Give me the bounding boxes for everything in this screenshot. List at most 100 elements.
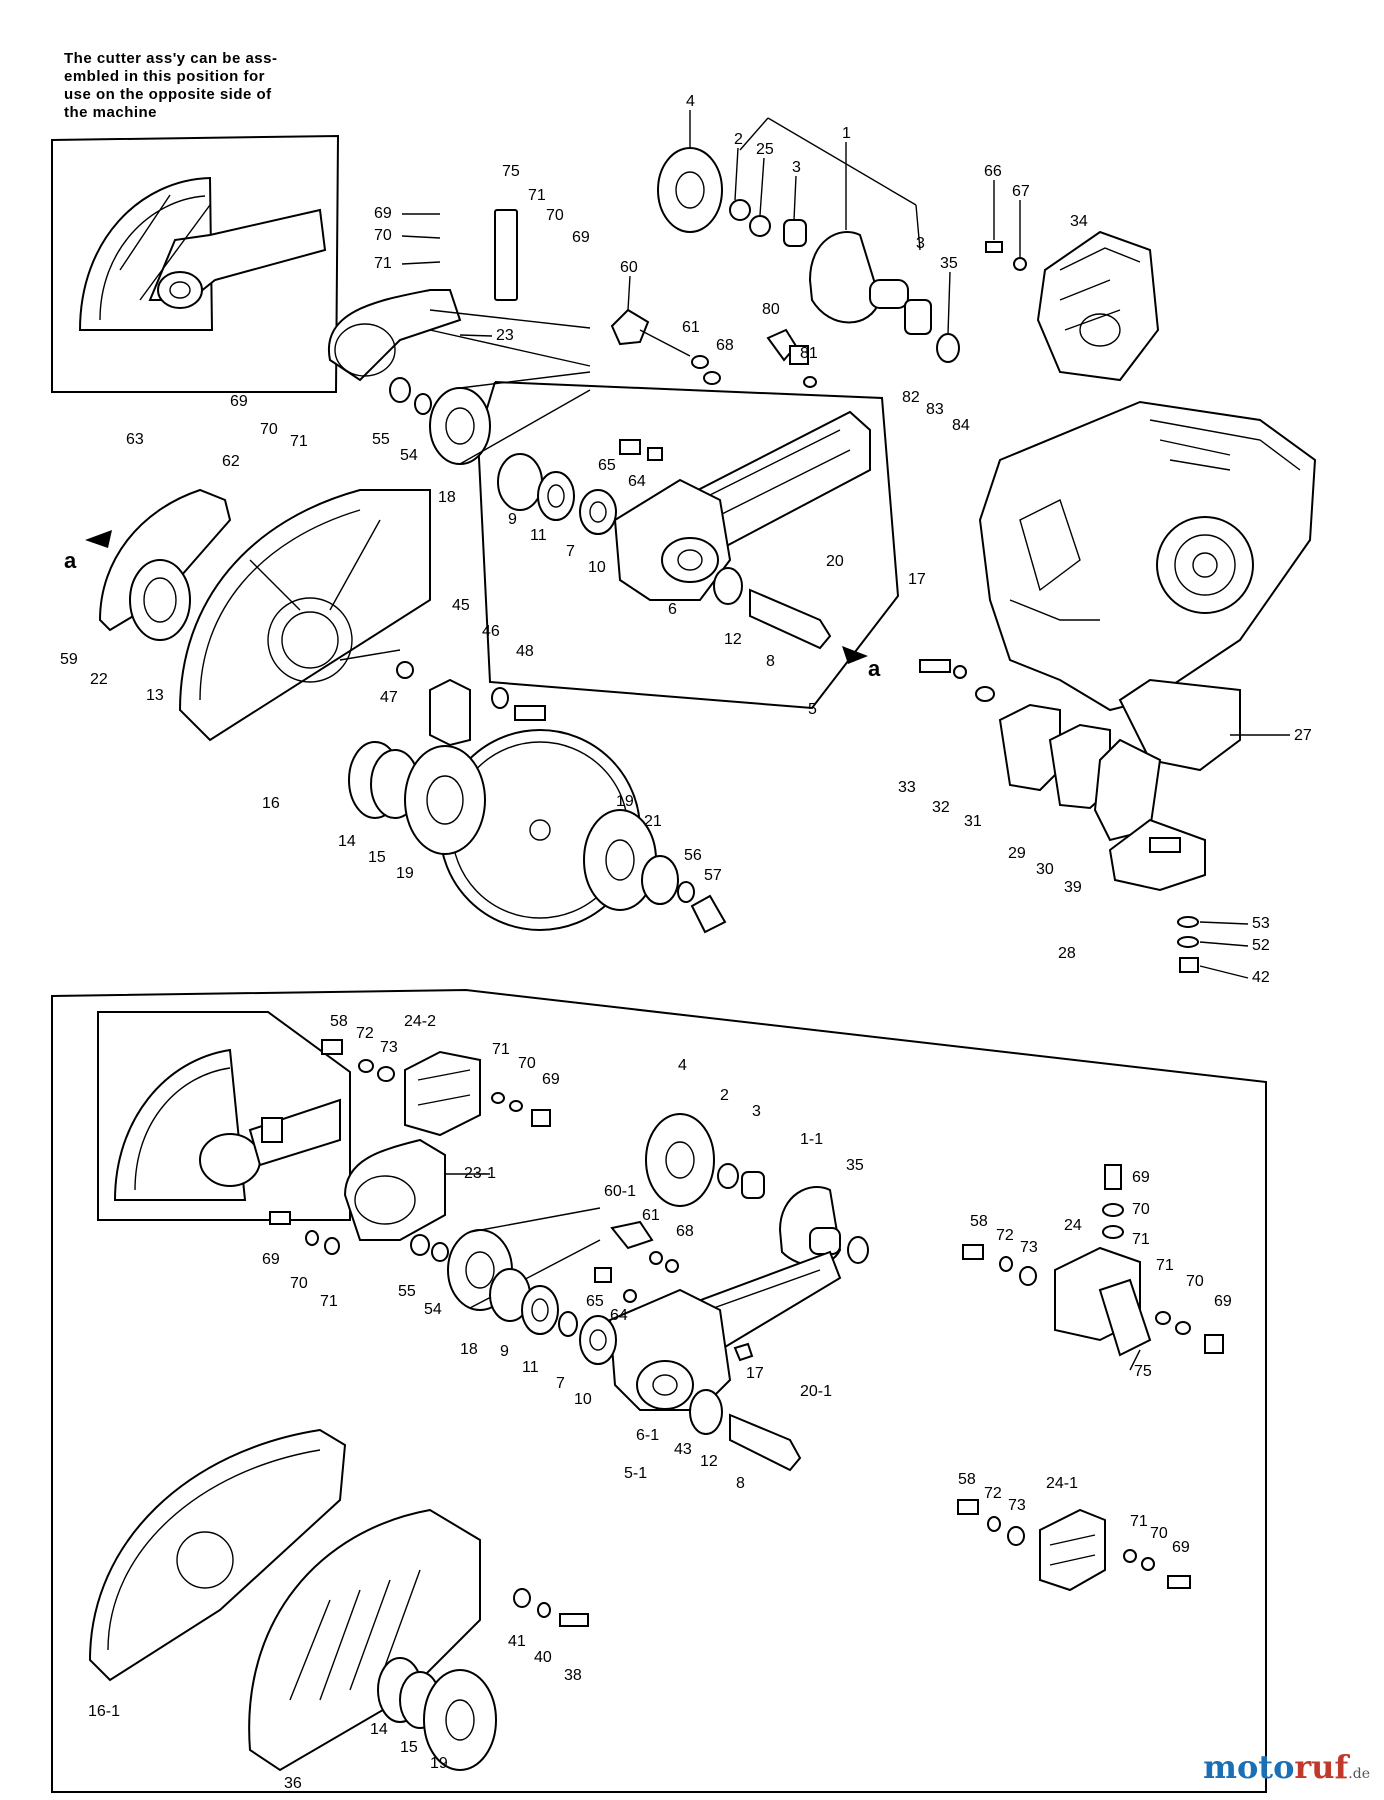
label-81: 81 <box>800 345 818 362</box>
label-71-d: 71 <box>492 1041 510 1058</box>
label-69-h: 69 <box>1172 1539 1190 1556</box>
clutch-4 <box>657 147 723 233</box>
label-14-top: 14 <box>338 833 356 850</box>
arrow-a-left <box>85 530 112 548</box>
label-61-top: 61 <box>682 319 700 336</box>
label-70-g: 70 <box>1186 1273 1204 1290</box>
label-64-top: 64 <box>628 473 646 490</box>
label-63: 63 <box>126 431 144 448</box>
label-11-top: 11 <box>530 527 547 544</box>
label-68-top: 68 <box>716 337 734 354</box>
label-80: 80 <box>762 301 780 318</box>
shaft-8 <box>749 588 832 650</box>
label-3-bot: 3 <box>752 1103 761 1120</box>
clutch-drum-1 <box>808 231 882 324</box>
label-40: 40 <box>534 1649 552 1666</box>
label-69-e: 69 <box>262 1251 280 1268</box>
label-a-right: a <box>868 656 881 681</box>
watermark-brand-a: moto <box>1203 1748 1295 1786</box>
label-59: 59 <box>60 651 78 668</box>
label-68-bot: 68 <box>676 1223 694 1240</box>
label-39: 39 <box>1064 879 1082 896</box>
guard-16 <box>178 489 431 742</box>
label-8-bot: 8 <box>736 1475 745 1492</box>
starter-cover-34 <box>985 230 1160 382</box>
label-66: 66 <box>984 163 1002 180</box>
label-33: 33 <box>898 779 916 796</box>
label-56: 56 <box>684 847 702 864</box>
lower-section-frame <box>51 988 1267 1793</box>
label-71-a: 71 <box>374 255 392 272</box>
note-line-2: embled in this position for <box>64 68 265 85</box>
label-43: 43 <box>674 1441 692 1458</box>
label-13: 13 <box>146 687 164 704</box>
label-24-2: 24-2 <box>404 1013 436 1030</box>
label-41: 41 <box>508 1633 526 1650</box>
label-29: 29 <box>1008 845 1026 862</box>
label-1-1: 1-1 <box>800 1131 823 1148</box>
note-line-3: use on the opposite side of <box>64 86 272 103</box>
label-38: 38 <box>564 1667 582 1684</box>
cutter-arm-top <box>497 410 871 650</box>
bracket-24 <box>962 1164 1224 1357</box>
label-71-f: 71 <box>1132 1231 1150 1248</box>
label-35-bot: 35 <box>846 1157 864 1174</box>
label-9-bot: 9 <box>500 1343 509 1360</box>
guard-plate-22 <box>98 488 232 641</box>
label-30: 30 <box>1036 861 1054 878</box>
label-9-top: 9 <box>508 511 517 528</box>
label-62: 62 <box>222 453 240 470</box>
label-20: 20 <box>826 553 844 570</box>
engine-body <box>978 400 1317 712</box>
label-69-c: 69 <box>230 393 248 410</box>
label-7-bot: 7 <box>556 1375 565 1392</box>
label-75-top: 75 <box>502 163 520 180</box>
inset-frame-top <box>51 134 340 393</box>
bracket-24-2 <box>321 1039 551 1137</box>
watermark-tld: .de <box>1348 1766 1370 1782</box>
note-line-4: the machine <box>64 104 158 121</box>
label-71-h: 71 <box>1130 1513 1148 1530</box>
label-10-top: 10 <box>588 559 606 576</box>
label-32: 32 <box>932 799 950 816</box>
label-16: 16 <box>262 795 280 812</box>
label-57: 57 <box>704 867 722 884</box>
label-70-f: 70 <box>1132 1201 1150 1218</box>
label-7-top: 7 <box>566 543 575 560</box>
guard-36 <box>248 1508 589 1772</box>
label-70-a: 70 <box>374 227 392 244</box>
label-16-1: 16-1 <box>88 1703 120 1720</box>
label-65-bot: 65 <box>586 1293 604 1310</box>
label-15-bot: 15 <box>400 1739 418 1756</box>
label-1-top: 1 <box>842 125 851 142</box>
label-71-g: 71 <box>1156 1257 1174 1274</box>
label-82: 82 <box>902 389 920 406</box>
belt-group-bottom <box>269 1138 601 1311</box>
label-2-bot: 2 <box>720 1087 729 1104</box>
label-23: 23 <box>496 327 514 344</box>
label-69-g: 69 <box>1214 1293 1232 1310</box>
label-67: 67 <box>1012 183 1030 200</box>
label-12-top: 12 <box>724 631 742 648</box>
label-46: 46 <box>482 623 500 640</box>
label-73-a: 73 <box>380 1039 398 1056</box>
label-65-top: 65 <box>598 457 616 474</box>
label-24: 24 <box>1064 1217 1082 1234</box>
label-75-bot: 75 <box>1134 1363 1152 1380</box>
label-73-c: 73 <box>1008 1497 1026 1514</box>
watermark-brand-b: ruf <box>1294 1748 1349 1786</box>
label-64-bot: 64 <box>610 1307 628 1324</box>
clutch-group-bottom <box>610 1113 869 1273</box>
label-72-c: 72 <box>984 1485 1002 1502</box>
inset-cutter-bottom <box>113 1048 341 1201</box>
cutter-arm-bottom <box>489 1250 842 1472</box>
label-27: 27 <box>1294 727 1312 744</box>
label-19-a: 19 <box>396 865 414 882</box>
arrows <box>85 530 868 664</box>
tension-bolt-top <box>610 308 817 388</box>
pad-28 <box>1108 818 1206 892</box>
label-12-bot: 12 <box>700 1453 718 1470</box>
label-60: 60 <box>620 259 638 276</box>
label-22: 22 <box>90 671 108 688</box>
